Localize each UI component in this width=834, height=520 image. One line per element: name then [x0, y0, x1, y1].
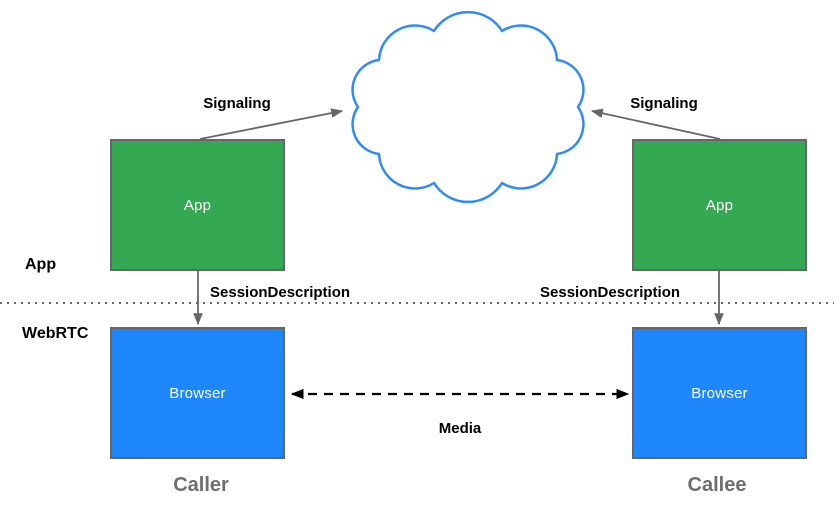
media-label: Media	[438, 420, 482, 437]
callee-browser-box: Browser	[632, 327, 807, 459]
callee-app-box: App	[632, 139, 807, 271]
app-layer-label: App	[25, 256, 57, 273]
signaling-label-left: Signaling	[203, 95, 271, 112]
caller-label: Caller	[173, 474, 229, 496]
caller-browser-box-label: Browser	[169, 384, 226, 402]
caller-browser-box: Browser	[110, 327, 285, 459]
callee-browser-box-label: Browser	[691, 384, 748, 402]
signaling-label-right: Signaling	[630, 95, 698, 112]
callee-app-box-label: App	[705, 196, 734, 214]
signaling-arrow-left	[199, 108, 344, 140]
webrtc-layer-label: WebRTC	[22, 325, 89, 342]
session-description-label-left: SessionDescription	[210, 284, 351, 301]
session-description-label-right: SessionDescription	[540, 284, 681, 301]
caller-app-box-label: App	[183, 196, 212, 214]
signaling-arrow-right	[590, 108, 721, 140]
caller-app-box: App	[110, 139, 285, 271]
signaling-cloud-icon	[351, 10, 585, 204]
callee-label: Callee	[687, 474, 747, 496]
